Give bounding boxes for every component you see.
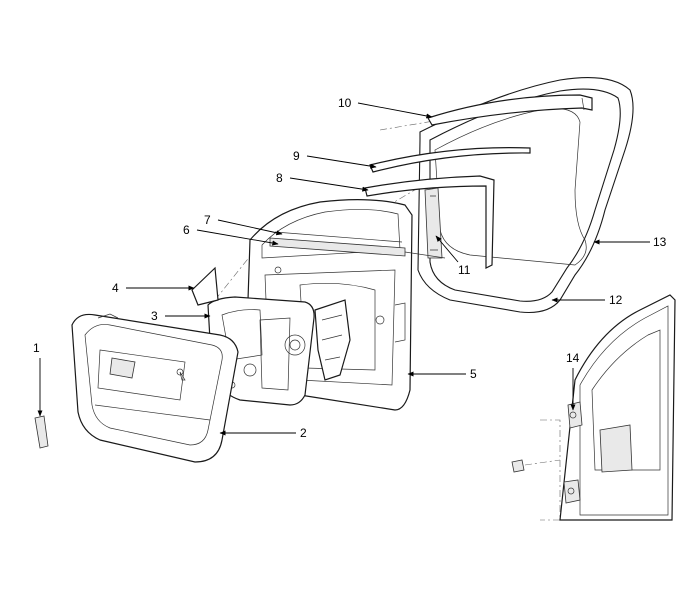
window-regulator — [314, 299, 351, 381]
roof-molding-10 — [427, 94, 593, 126]
leader-7 — [217, 219, 283, 236]
leader-11 — [435, 235, 459, 263]
callout-14: 14 — [566, 351, 580, 365]
callout-7: 7 — [204, 213, 211, 227]
door-module-3 — [207, 296, 315, 406]
callout-2: 2 — [300, 426, 307, 440]
door-hinge-14 — [511, 294, 676, 521]
callout-5: 5 — [470, 367, 477, 381]
callout-4: 4 — [112, 281, 119, 295]
callout-3: 3 — [151, 309, 158, 323]
mirror-cover-4 — [191, 266, 219, 306]
belt-molding-9 — [369, 147, 531, 173]
leader-6 — [196, 229, 279, 246]
glass-run-8 — [364, 175, 495, 269]
callout-6: 6 — [183, 223, 190, 237]
callout-12: 12 — [609, 293, 623, 307]
trim-strip-1 — [34, 415, 49, 449]
callout-1: 1 — [33, 341, 40, 355]
door-weatherstrip-12 — [434, 108, 587, 266]
callout-11: 11 — [458, 263, 471, 277]
leader-8 — [289, 177, 369, 192]
leader-10 — [357, 102, 433, 119]
leader-lines — [37, 102, 650, 436]
callout-10: 10 — [338, 96, 352, 110]
callout-9: 9 — [293, 149, 300, 163]
callout-labels: 1 2 3 4 5 6 7 8 9 10 11 12 13 14 — [33, 96, 667, 440]
callout-8: 8 — [276, 171, 283, 185]
leader-9 — [306, 155, 377, 169]
door-trim-2 — [71, 313, 239, 463]
callout-13: 13 — [653, 235, 667, 249]
glass-strip-6-7 — [269, 231, 446, 259]
